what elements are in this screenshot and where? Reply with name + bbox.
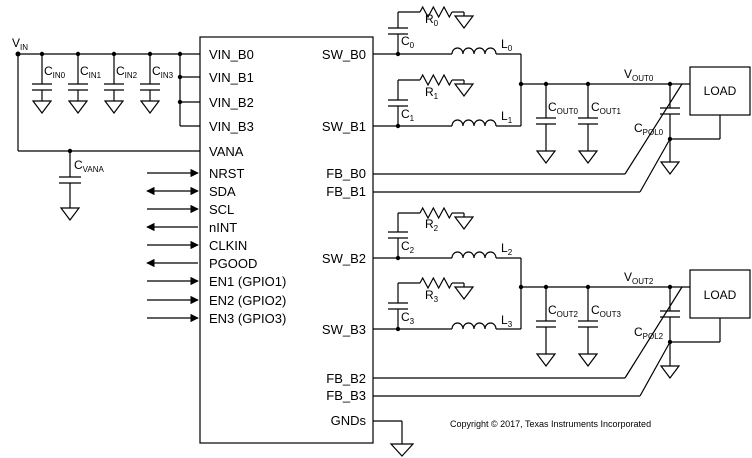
pin-fb-b2: FB_B2 bbox=[326, 371, 366, 386]
l2-label: L2 bbox=[501, 241, 513, 257]
r1-label: R1 bbox=[425, 85, 439, 101]
pin-en3: EN3 (GPIO3) bbox=[209, 311, 286, 326]
pin-sw-b3: SW_B3 bbox=[322, 322, 366, 337]
snub-ground-3 bbox=[453, 286, 475, 300]
snub-ground-1 bbox=[453, 83, 475, 97]
pin-vin-b2: VIN_B2 bbox=[209, 95, 254, 110]
input-capacitor-0 bbox=[31, 51, 53, 114]
pin-en2: EN2 (GPIO2) bbox=[209, 293, 286, 308]
cin0-label: CIN0 bbox=[44, 64, 66, 80]
resistor-1 bbox=[419, 73, 453, 87]
output-stages bbox=[373, 54, 751, 397]
input-capacitor-3 bbox=[139, 51, 161, 114]
cout-ground-0-1 bbox=[577, 150, 599, 164]
cpol2-label: CPOL2 bbox=[634, 325, 664, 341]
load0-label: LOAD bbox=[704, 84, 737, 98]
pin-vin-b1: VIN_B1 bbox=[209, 70, 254, 85]
c2-label: C2 bbox=[401, 239, 415, 255]
copyright-notice: Copyright © 2017, Texas Instruments Inco… bbox=[450, 419, 651, 429]
vin-net bbox=[15, 51, 200, 152]
cin2-label: CIN2 bbox=[116, 64, 138, 80]
vana-capacitor bbox=[59, 148, 81, 221]
c3-label: C3 bbox=[401, 310, 415, 326]
phase-1 bbox=[373, 73, 521, 129]
cout-ground-1-0 bbox=[535, 353, 557, 367]
vout2-label: VOUT2 bbox=[624, 270, 654, 286]
resistor-2 bbox=[419, 206, 453, 220]
snub-ground-2 bbox=[453, 216, 475, 230]
cout2-label: COUT2 bbox=[548, 303, 579, 319]
r3-label: R3 bbox=[425, 288, 439, 304]
pin-fb-b0: FB_B0 bbox=[326, 166, 366, 181]
cout0-label: COUT0 bbox=[548, 100, 579, 116]
pin-sw-b0: SW_B0 bbox=[322, 47, 366, 62]
inductor-0 bbox=[451, 47, 497, 55]
cin3-label: CIN3 bbox=[152, 64, 174, 80]
pin-vana: VANA bbox=[209, 144, 244, 159]
pin-pgood: PGOOD bbox=[209, 256, 257, 271]
inductor-1 bbox=[451, 119, 497, 127]
digital-signal-lines bbox=[146, 168, 199, 323]
cpol-ground-0 bbox=[659, 161, 681, 175]
output-stage-1 bbox=[373, 258, 751, 397]
snub-ground-0 bbox=[453, 15, 475, 29]
resistor-0 bbox=[419, 5, 453, 19]
pin-sda: SDA bbox=[209, 184, 236, 199]
cpol0-label: CPOL0 bbox=[634, 121, 664, 137]
fb-pos-diag-0 bbox=[624, 83, 683, 175]
pin-nrst: NRST bbox=[209, 166, 244, 181]
pmic-chip-body bbox=[199, 36, 374, 444]
cpol-ground-1 bbox=[659, 365, 681, 379]
c1-label: C1 bbox=[401, 107, 415, 123]
pin-gnds: GNDs bbox=[331, 413, 367, 428]
pin-vin-b3: VIN_B3 bbox=[209, 119, 254, 134]
pin-scl: SCL bbox=[209, 202, 234, 217]
load2-label: LOAD bbox=[704, 288, 737, 302]
pin-vin-b0: VIN_B0 bbox=[209, 47, 254, 62]
l0-label: L0 bbox=[501, 37, 513, 53]
input-capacitor-1 bbox=[67, 51, 89, 114]
inductor-3 bbox=[451, 322, 497, 330]
fb-neg-diag-1 bbox=[639, 341, 671, 397]
cin1-label: CIN1 bbox=[80, 64, 102, 80]
resistor-3 bbox=[419, 276, 453, 290]
pin-sw-b2: SW_B2 bbox=[322, 251, 366, 266]
fb-pos-diag-1 bbox=[624, 286, 683, 379]
r0-label: R0 bbox=[425, 12, 439, 28]
pin-sw-b1: SW_B1 bbox=[322, 119, 366, 134]
vout0-label: VOUT0 bbox=[624, 67, 654, 83]
pin-en1: EN1 (GPIO1) bbox=[209, 274, 286, 289]
cvana-label: CVANA bbox=[74, 158, 105, 174]
chip-ground bbox=[373, 420, 415, 457]
phase-3 bbox=[373, 276, 521, 332]
cout1-label: COUT1 bbox=[591, 100, 622, 116]
l1-label: L1 bbox=[501, 109, 513, 125]
output-stage-0 bbox=[373, 54, 751, 193]
cout-ground-0-0 bbox=[535, 150, 557, 164]
r2-label: R2 bbox=[425, 217, 439, 233]
cout-ground-1-1 bbox=[577, 353, 599, 367]
phase-0 bbox=[373, 5, 521, 57]
fb-neg-diag-0 bbox=[639, 138, 671, 193]
phase-2 bbox=[373, 206, 521, 261]
phase-circuits bbox=[373, 5, 521, 332]
pin-fb-b3: FB_B3 bbox=[326, 388, 366, 403]
cout3-label: COUT3 bbox=[591, 303, 622, 319]
inductor-2 bbox=[451, 251, 497, 259]
pin-nint: nINT bbox=[209, 220, 237, 235]
input-capacitor-2 bbox=[103, 51, 125, 114]
pin-fb-b1: FB_B1 bbox=[326, 184, 366, 199]
l3-label: L3 bbox=[501, 313, 513, 329]
vin-label: VIN bbox=[12, 36, 28, 52]
pin-clkin: CLKIN bbox=[209, 238, 247, 253]
c0-label: C0 bbox=[401, 34, 415, 50]
